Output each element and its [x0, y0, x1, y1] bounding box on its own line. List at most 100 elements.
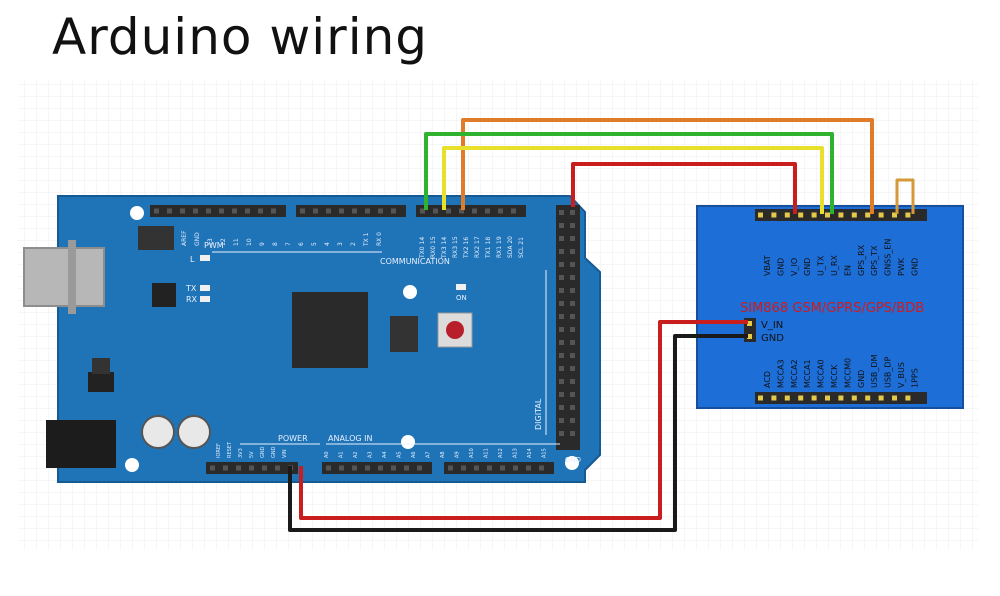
header-pin — [825, 212, 830, 218]
pin-label: 13 — [207, 238, 214, 246]
pin-label: 3 — [337, 242, 344, 246]
usb-chip — [152, 283, 176, 307]
header-pin — [180, 208, 185, 214]
pin-label: A2 — [353, 451, 359, 458]
pin-label: GND — [271, 446, 277, 458]
module-pin-label: VBAT — [763, 255, 772, 276]
header-pin — [154, 208, 159, 214]
header-pin — [758, 395, 763, 401]
module-pin-label: USB_DM — [870, 354, 879, 388]
pin-label: A5 — [397, 451, 403, 458]
pin-label: RX2 17 — [474, 236, 481, 258]
pin-label: RX3 15 — [452, 236, 459, 258]
pin-label: TX2 16 — [463, 237, 470, 259]
module-pin-label: GND — [857, 370, 866, 388]
label-tx: TX — [185, 284, 197, 293]
pin-label: 5 — [311, 242, 318, 246]
pin-label: 6 — [298, 242, 305, 246]
pin-label: A0 — [324, 451, 330, 458]
header-pin — [798, 395, 804, 401]
pin-label: 4 — [324, 242, 331, 246]
header-pin — [570, 340, 575, 345]
module-pin-label: GPS_RX — [857, 244, 866, 276]
header-pin — [271, 208, 276, 214]
module-pin-label: MCCA0 — [817, 359, 826, 388]
module-pin-label: MCCK — [830, 364, 839, 388]
header-pin — [500, 465, 505, 471]
header-pin — [570, 353, 575, 358]
label-digital: DIGITAL — [534, 398, 543, 430]
pin-label: A14 — [527, 448, 533, 458]
header-pin — [865, 395, 871, 401]
header-pin — [300, 208, 305, 214]
header-pin — [210, 465, 215, 471]
header-pin — [391, 465, 396, 471]
pin-label: 2 — [350, 242, 357, 246]
header-pin — [570, 236, 575, 241]
header-pin — [570, 288, 575, 293]
header-pin — [326, 465, 331, 471]
header-pin — [249, 465, 254, 471]
header-pin — [474, 465, 479, 471]
module-pin-label: ACD — [763, 371, 772, 388]
header-pin — [262, 465, 267, 471]
module-pin-label: MCCA1 — [803, 359, 812, 388]
header-pin — [559, 236, 564, 241]
pin-label: GND — [260, 446, 266, 458]
label-pwm: PWM — [204, 241, 224, 250]
label-analog-in: ANALOG IN — [328, 434, 373, 443]
mounting-hole — [130, 206, 144, 220]
header-pin — [905, 212, 911, 218]
header-pin — [526, 465, 531, 471]
pin-label: RX0 15 — [430, 236, 437, 258]
header-pin — [559, 210, 564, 215]
header-pin — [420, 208, 425, 214]
header-pin — [313, 208, 318, 214]
module-pin-label: GNSS_EN — [884, 239, 893, 276]
header-pin — [878, 212, 884, 218]
header-pin — [758, 212, 763, 218]
label-power: POWER — [278, 434, 308, 443]
pin-label: A1 — [339, 451, 345, 458]
header-pin — [570, 314, 575, 319]
capacitor — [141, 415, 175, 449]
header-pin — [570, 431, 575, 436]
module-pin-label: V_IO — [790, 258, 799, 276]
wires — [288, 118, 915, 532]
pin-label: 12 — [220, 238, 227, 246]
pin-label: 11 — [233, 238, 240, 246]
header-pin — [570, 392, 575, 397]
module-pin-label: GND — [803, 258, 812, 276]
header-pin — [433, 208, 438, 214]
header-analog — [444, 462, 554, 474]
header-pin — [206, 208, 211, 214]
header-pin — [838, 395, 844, 401]
dc-jack — [46, 420, 116, 468]
pin-label: A15 — [542, 448, 548, 458]
mounting-hole — [125, 458, 139, 472]
header-pin — [570, 210, 575, 215]
module-name: SIM868 GSM/GPRS/GPS/BDB — [740, 301, 924, 316]
header-pin — [193, 208, 198, 214]
module-pin-label: USB_DP — [884, 356, 893, 388]
header-pin — [559, 249, 564, 254]
led-l — [200, 255, 210, 261]
header-pin — [747, 334, 752, 339]
header-pin — [559, 340, 564, 345]
header-pin — [559, 431, 564, 436]
header-pin — [511, 208, 516, 214]
icsp-header — [390, 316, 418, 352]
module-pin-gnd: GND — [761, 333, 784, 344]
label-rx: RX — [186, 295, 198, 304]
header-pin — [219, 208, 224, 214]
header-pin — [905, 395, 911, 401]
arduino-mega-board: COMMUNICATION PWM L TX RX ON POWER ANALO… — [23, 195, 601, 483]
header-pin — [570, 249, 575, 254]
pin-label: GND — [194, 232, 201, 246]
header-pin — [236, 465, 241, 471]
header-pin — [747, 321, 752, 326]
